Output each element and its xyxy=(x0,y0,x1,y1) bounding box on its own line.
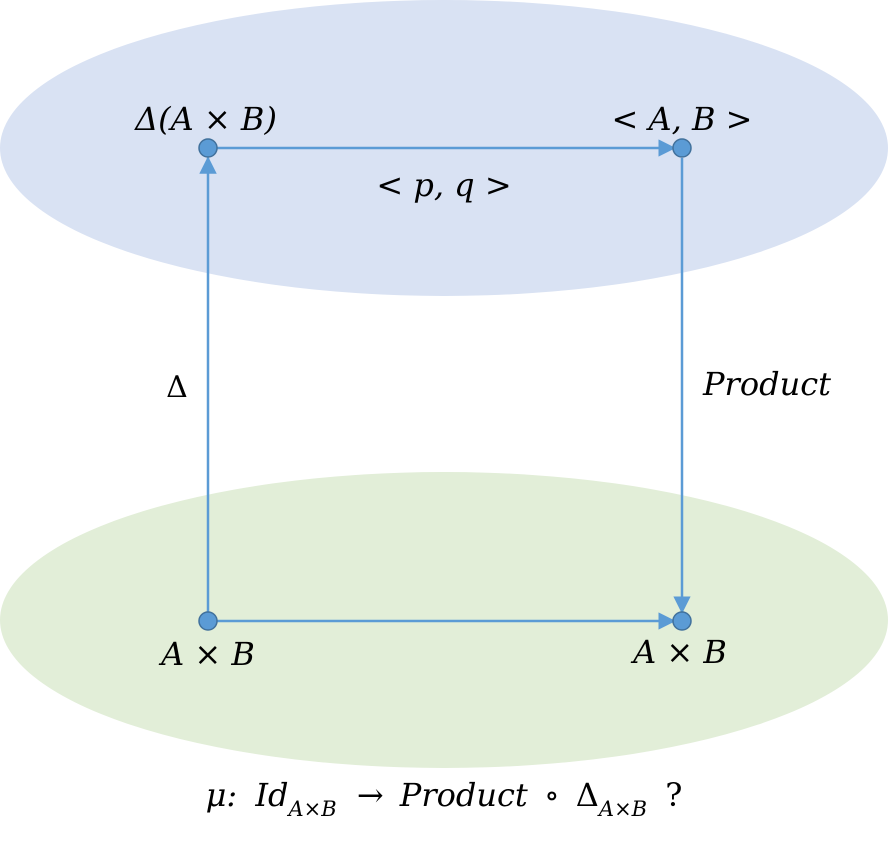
edge-right-label: Product xyxy=(702,365,831,403)
caption-product: Product xyxy=(399,776,528,814)
node-bottom-left xyxy=(198,611,218,631)
caption-arrow: → xyxy=(357,776,384,814)
node-top-right xyxy=(672,138,692,158)
node-bottom-right xyxy=(672,611,692,631)
caption-delta: Δ xyxy=(576,776,599,814)
caption-question: ? xyxy=(665,776,682,814)
node-top-left-label: Δ(A × B) xyxy=(133,100,277,138)
edge-top-label: < p, q > xyxy=(376,166,511,204)
node-bottom-right-label: A × B xyxy=(630,633,727,671)
edge-left-label: Δ xyxy=(166,370,188,405)
caption-id-subscript: A×B xyxy=(286,797,336,821)
node-bottom-left-label: A × B xyxy=(158,635,255,673)
caption-delta-subscript: A×B xyxy=(597,797,647,821)
node-top-left xyxy=(198,138,218,158)
caption-formula: μ: IdA×B → Product ∘ ΔA×B ? xyxy=(206,776,683,824)
caption-id: Id xyxy=(254,776,288,814)
caption-compose: ∘ xyxy=(544,776,560,814)
caption-mu: μ: xyxy=(206,776,238,814)
node-top-right-label: < A, B > xyxy=(612,100,753,138)
